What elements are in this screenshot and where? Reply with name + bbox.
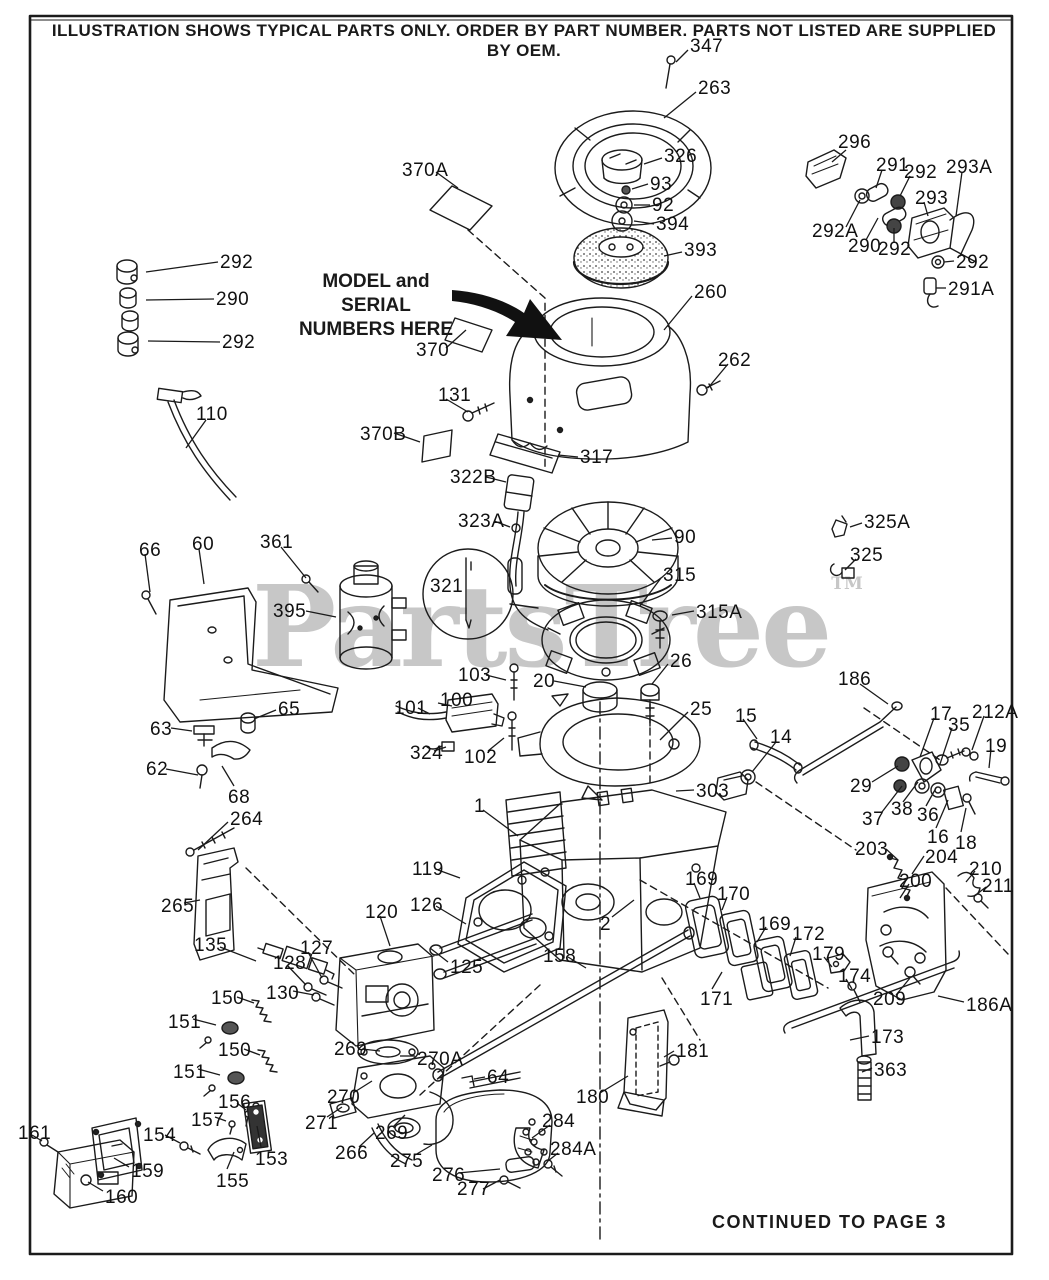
flywheel-90 <box>537 501 679 607</box>
model-serial-arrow <box>452 290 562 340</box>
screw-102 <box>507 711 517 751</box>
plate-159 <box>91 1117 143 1181</box>
rewind-screen-393 <box>572 227 670 289</box>
clips-325A-325 <box>829 515 855 579</box>
wire-110 <box>156 387 237 501</box>
deflector-284 <box>513 1127 545 1169</box>
bolt-65 <box>240 712 256 734</box>
model-serial-note-line2: NUMBERS HERE <box>298 318 454 340</box>
screw-181 <box>659 1054 680 1067</box>
governor-cluster <box>893 747 1010 815</box>
rod-186A <box>783 950 961 1034</box>
washers-151 <box>199 1021 245 1097</box>
decal-370A <box>429 185 493 231</box>
screw-62 <box>196 764 208 789</box>
intake-gasket-269 <box>357 1039 419 1065</box>
screw-315A <box>652 610 668 649</box>
bracket-60 <box>163 587 339 723</box>
spark-plug-135 <box>257 942 335 980</box>
screw-103 <box>509 663 519 701</box>
module-100 <box>395 693 505 733</box>
plate-68 <box>211 740 251 760</box>
head-gasket-119 <box>457 861 567 973</box>
intake-elbow-270 <box>351 1055 454 1146</box>
parts-292-291A <box>923 255 945 308</box>
plug-wire-322B-323A <box>503 474 549 631</box>
hose-15 <box>749 739 803 774</box>
cup-20 <box>582 681 618 713</box>
screws-209 <box>882 946 921 985</box>
clamps-292-290 <box>116 259 139 357</box>
tube-276 <box>505 1156 535 1173</box>
bail-293A <box>949 212 977 263</box>
watermark-tm: TM <box>831 574 863 594</box>
page-border <box>28 14 1014 1256</box>
screw-66 <box>141 590 157 615</box>
screw-154 <box>179 1141 201 1155</box>
engine-crankcase-1 <box>505 787 727 973</box>
notice-banner: ILLUSTRATION SHOWS TYPICAL PARTS ONLY. O… <box>51 21 997 60</box>
spring-203 <box>886 853 911 902</box>
clamp-63 <box>193 725 215 747</box>
screw-284A <box>543 1159 563 1177</box>
bolt-26 <box>640 683 660 727</box>
clip-303 <box>715 771 749 801</box>
pump-293 <box>907 207 955 259</box>
baffle-317 <box>489 433 561 474</box>
inset-circle-321 <box>422 548 539 640</box>
decal-370B <box>421 429 453 463</box>
clip-179 <box>827 953 851 974</box>
terminal-324 <box>425 741 455 752</box>
head-bolts-125-126 <box>429 913 537 980</box>
screw-277 <box>499 1175 521 1189</box>
model-serial-note: MODEL and SERIAL NUMBERS HERE <box>288 270 464 341</box>
screw-347 <box>665 55 676 89</box>
plate-153 <box>242 1100 273 1154</box>
screw-264 <box>185 827 235 857</box>
bolt-363 <box>856 1055 872 1101</box>
bracket-180 <box>617 1009 669 1117</box>
screw-262 <box>696 380 721 396</box>
model-serial-note-line1: MODEL and SERIAL <box>322 271 430 316</box>
push-rod-158 <box>432 926 695 1082</box>
screw-131 <box>462 402 495 422</box>
stator-315 <box>541 599 671 681</box>
heat-baffle-25 <box>517 693 701 801</box>
ignition-coil-395 <box>339 560 407 670</box>
fitting-296 <box>805 149 847 189</box>
screw-161 <box>39 1137 59 1153</box>
starter-ring-263 <box>554 110 712 226</box>
screw-361 <box>301 574 319 593</box>
grommets-291-292-290 <box>854 182 907 234</box>
clip-210-screw-211 <box>957 871 989 909</box>
reed-plates <box>684 895 819 1001</box>
pipe-266 <box>371 1123 413 1165</box>
starter-cup-326 <box>601 149 643 185</box>
springs-150 <box>251 999 278 1073</box>
carb-screws-127-128-130 <box>303 975 343 1006</box>
carburetor-120 <box>335 943 435 1047</box>
governor-rod-186 <box>793 701 903 784</box>
bracket-265 <box>193 847 239 961</box>
pump-body-160 <box>53 1139 135 1209</box>
bracket-200 <box>865 871 947 1001</box>
continued-note: CONTINUED TO PAGE 3 <box>712 1212 947 1232</box>
bracket-155 <box>207 1137 247 1161</box>
